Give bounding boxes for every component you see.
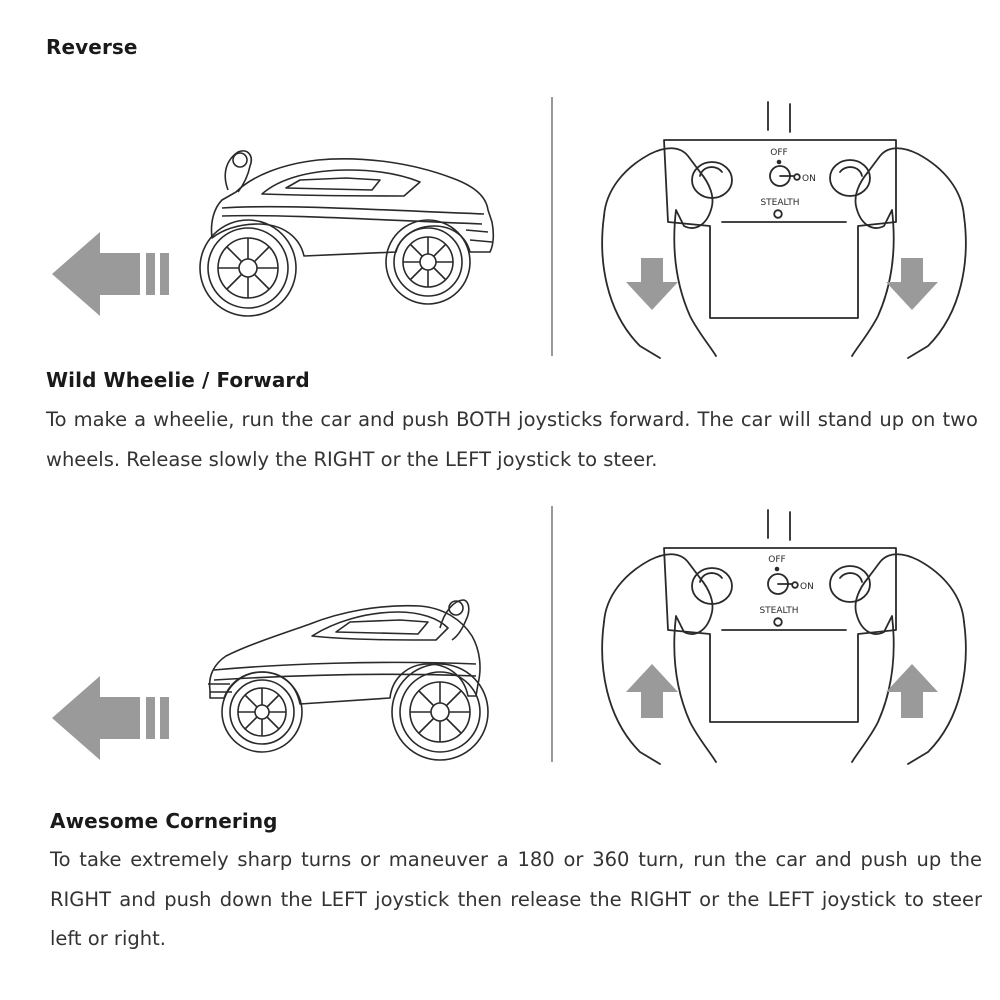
car-drawing xyxy=(199,150,495,317)
switch-stealth-label: STEALTH xyxy=(760,198,799,208)
remote-controller xyxy=(601,509,967,765)
left-arrow-icon xyxy=(52,232,169,316)
section-title-reverse: Reverse xyxy=(46,35,138,59)
switch-stealth-label: STEALTH xyxy=(759,606,798,616)
down-arrow-icon xyxy=(626,258,678,310)
section-title-cornering: Awesome Cornering xyxy=(50,809,278,833)
car-drawing xyxy=(208,599,489,761)
wheelie-illustration: OFF ON STEALTH xyxy=(52,506,967,765)
section-body-cornering: To take extremely sharp turns or maneuve… xyxy=(50,848,982,950)
section-body-wheelie: To make a wheelie, run the car and push … xyxy=(46,408,978,471)
down-arrow-icon xyxy=(886,258,938,310)
switch-off-label: OFF xyxy=(770,148,787,158)
switch-off-label: OFF xyxy=(768,555,785,565)
switch-on-label: ON xyxy=(802,174,816,184)
section-title-wheelie: Wild Wheelie / Forward xyxy=(46,368,310,392)
remote-controller xyxy=(601,101,967,359)
left-arrow-icon xyxy=(52,676,169,760)
up-arrow-icon xyxy=(626,664,678,718)
reverse-illustration: OFF ON STEALTH xyxy=(52,97,967,359)
up-arrow-icon xyxy=(886,664,938,718)
switch-on-label: ON xyxy=(800,582,814,592)
